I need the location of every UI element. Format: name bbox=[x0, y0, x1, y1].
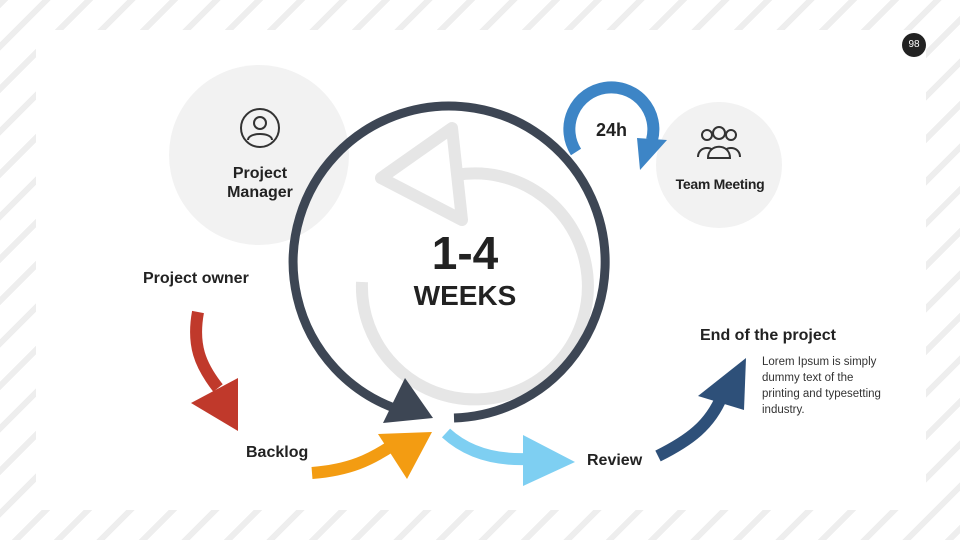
team-meeting-loop-arrowhead bbox=[637, 138, 667, 170]
owner-to-backlog-arrowhead bbox=[191, 378, 238, 431]
backlog-label: Backlog bbox=[246, 444, 309, 461]
project-owner-label: Project owner bbox=[143, 270, 249, 287]
project-manager-label: Project Manager bbox=[227, 165, 293, 201]
user-icon bbox=[240, 108, 280, 148]
end-of-project-title: End of the project bbox=[700, 327, 836, 344]
review-to-end-arrow bbox=[655, 393, 728, 462]
review-label: Review bbox=[587, 452, 643, 469]
end-of-project-description: Lorem Ipsum is simply dummy text of the … bbox=[762, 356, 881, 416]
duration-unit: WEEKS bbox=[413, 280, 517, 311]
backlog-to-cycle-arrowhead bbox=[378, 432, 432, 479]
team-meeting-label: Team Meeting bbox=[675, 176, 765, 192]
team-icon bbox=[697, 126, 741, 159]
team-meeting-loop bbox=[563, 81, 660, 156]
backlog-to-cycle-arrow bbox=[311, 439, 397, 479]
team-meeting-circle bbox=[656, 102, 782, 228]
cycle-to-review-arrow bbox=[441, 428, 528, 466]
owner-to-backlog-arrow bbox=[190, 310, 223, 392]
inner-cycle-arrowhead bbox=[375, 122, 468, 226]
main-cycle-arrowhead bbox=[383, 378, 433, 423]
cycle-to-review-arrowhead bbox=[523, 435, 575, 486]
main-cycle-arc bbox=[288, 101, 610, 423]
review-to-end-arrowhead bbox=[698, 358, 746, 410]
inner-cycle-arc bbox=[355, 167, 594, 406]
page-number-badge: 98 bbox=[902, 33, 926, 57]
cycle-24h-label: 24h bbox=[596, 120, 628, 140]
project-manager-circle bbox=[169, 65, 349, 245]
duration-value: 1-4 bbox=[431, 227, 499, 279]
